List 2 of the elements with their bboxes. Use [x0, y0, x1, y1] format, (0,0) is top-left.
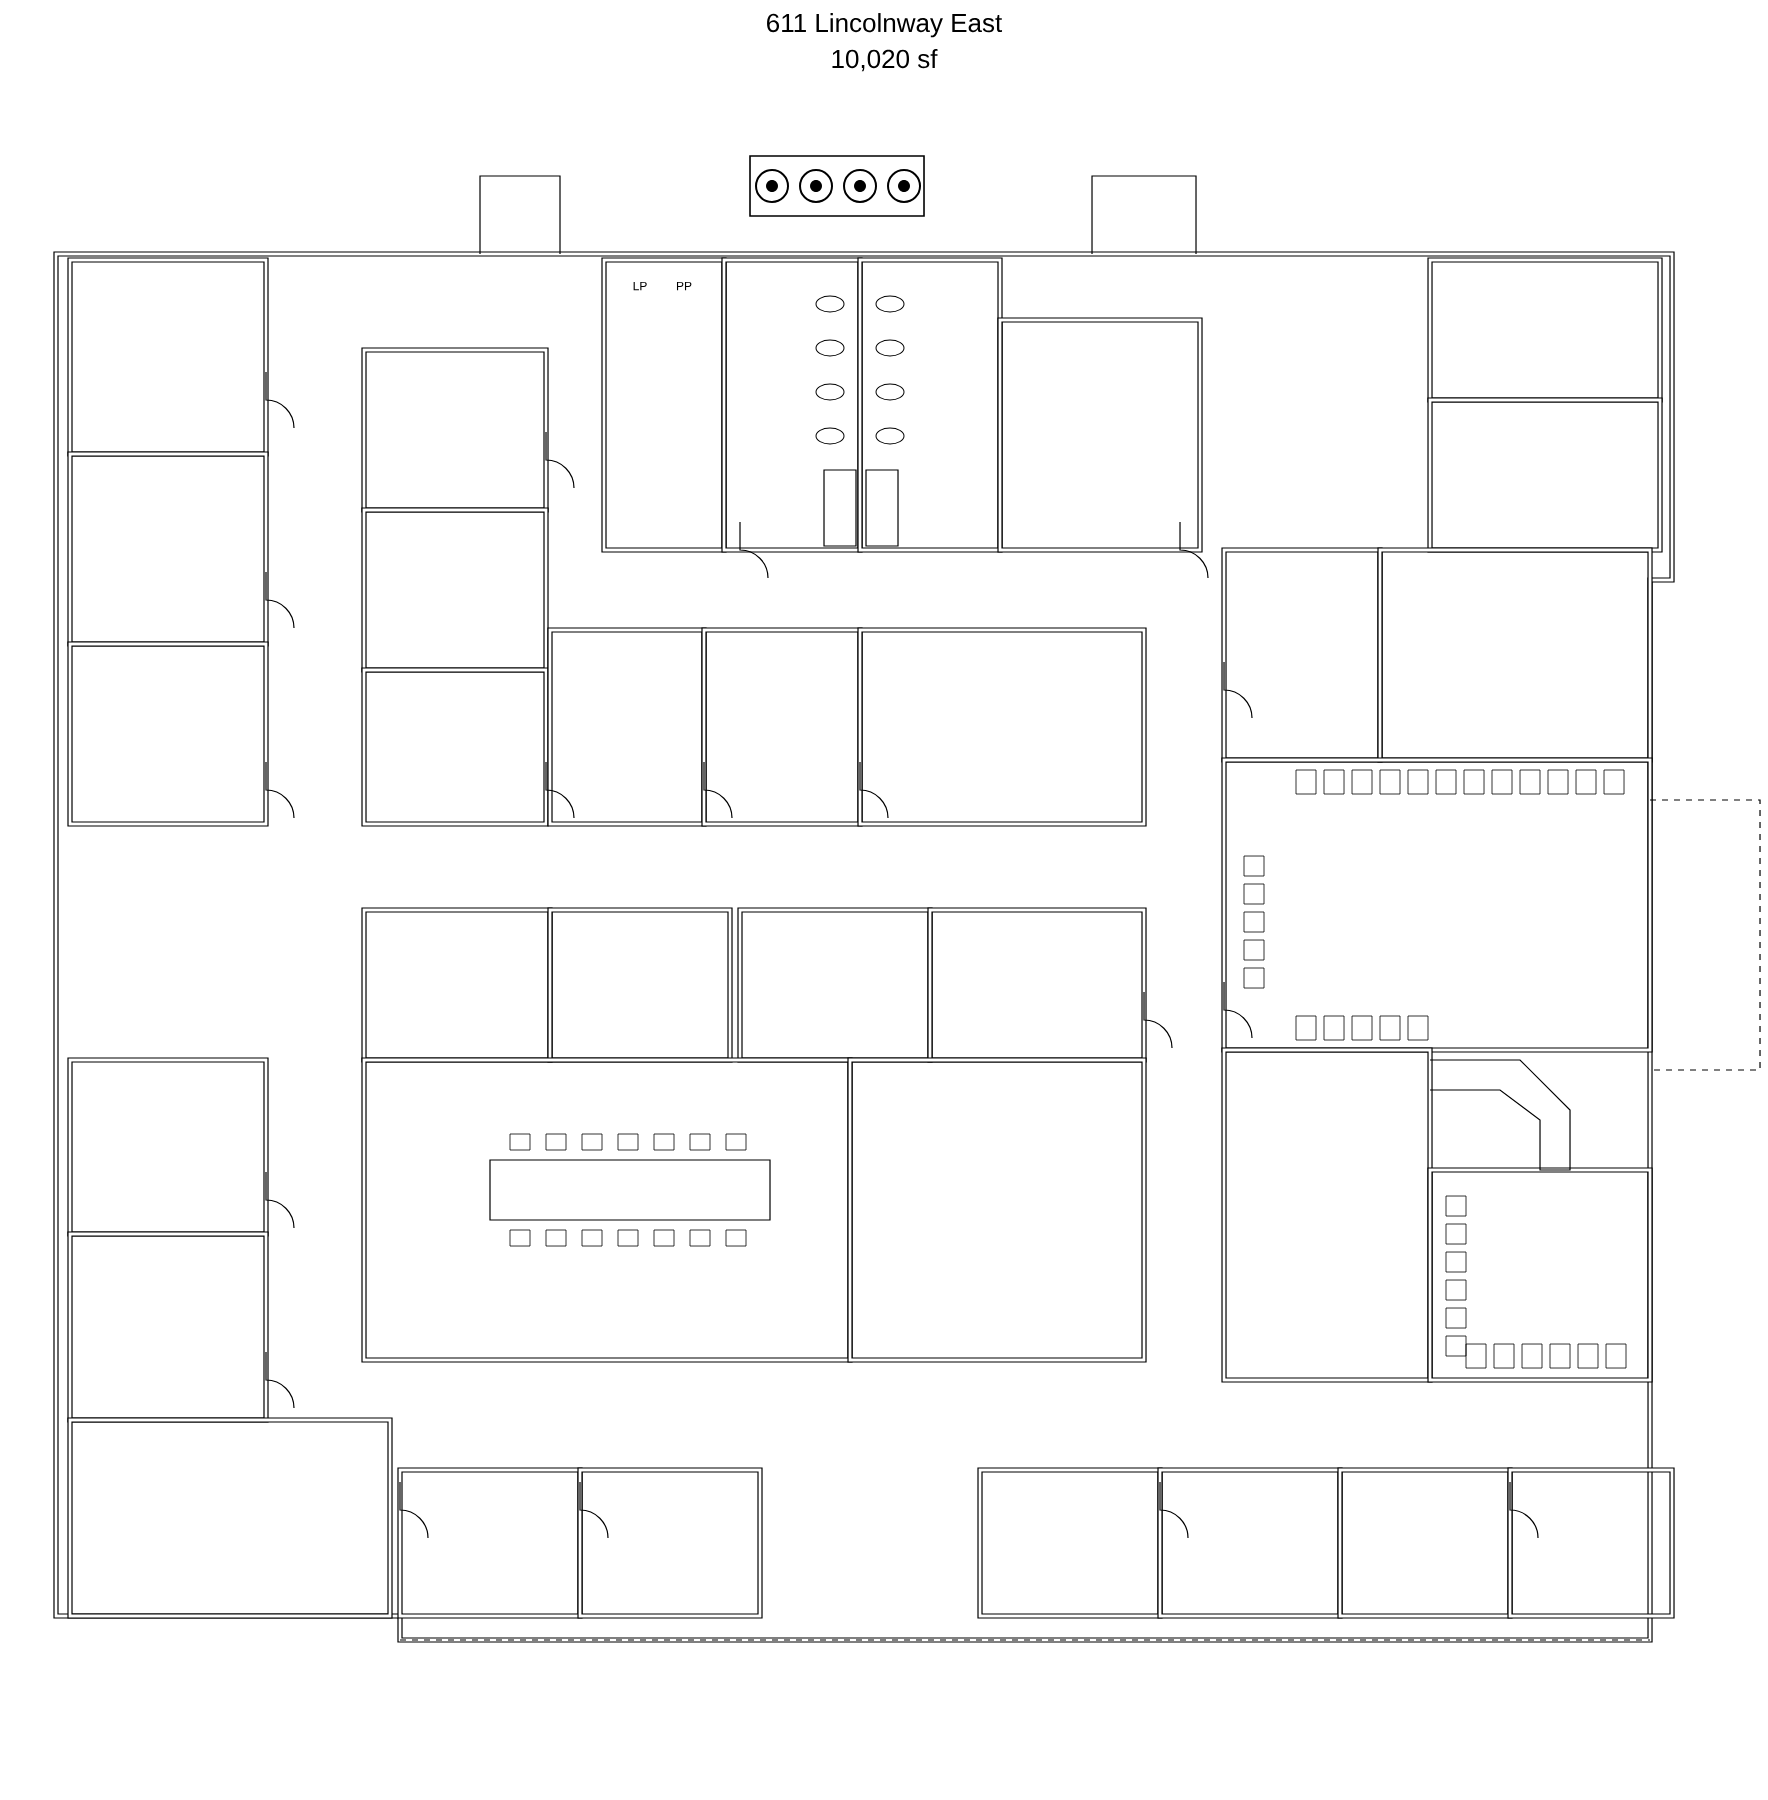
- area-label: 10,020 sf: [832, 49, 938, 72]
- title: 611 Lincolnway East: [767, 13, 1003, 38]
